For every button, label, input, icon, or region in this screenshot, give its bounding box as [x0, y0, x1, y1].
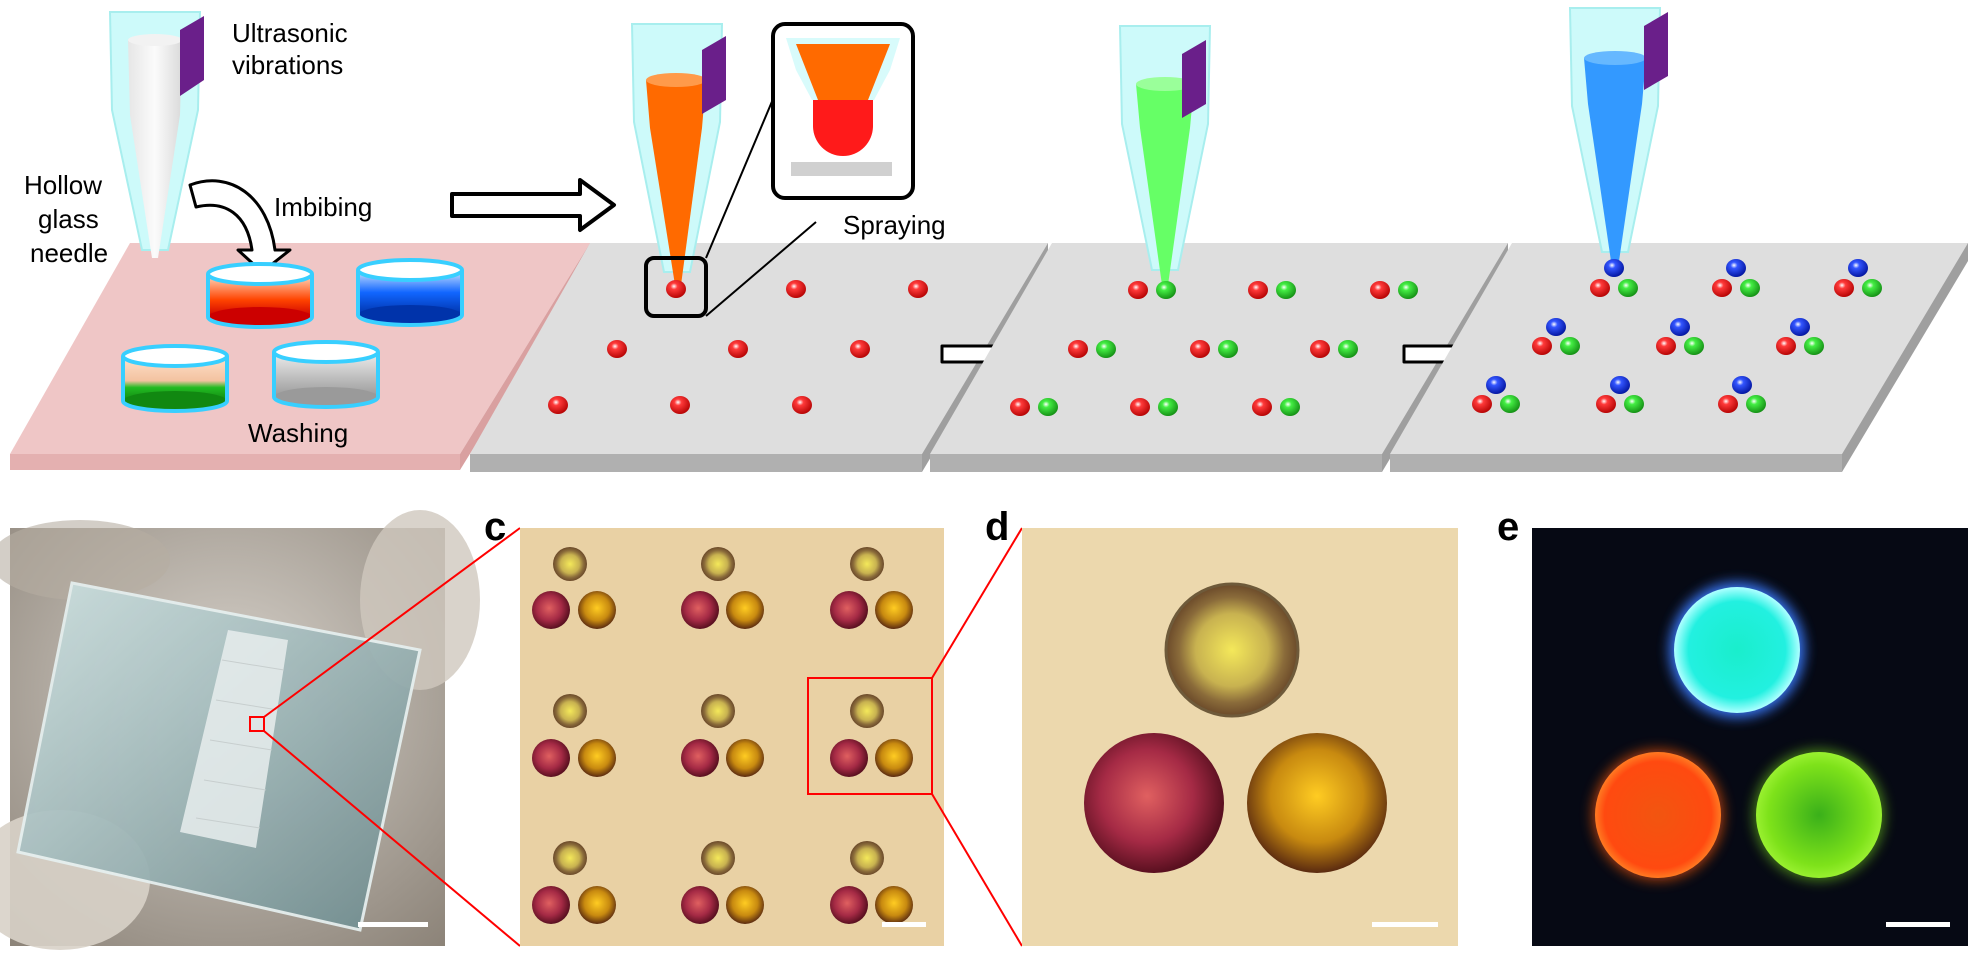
stage-spray-green	[930, 25, 1508, 472]
label-washing: Washing	[248, 418, 348, 448]
panel-letter-e: e	[1497, 505, 1519, 549]
stage-spray-blue	[1390, 7, 1968, 472]
process-arrow-1	[450, 178, 616, 232]
imbibing-arrow	[188, 179, 292, 274]
droplet-red	[1084, 733, 1224, 873]
droplets-rgb	[1472, 259, 1882, 413]
fluor-green-droplet	[1756, 752, 1882, 878]
dish-red	[206, 262, 314, 329]
photo-highlight-box	[249, 716, 265, 732]
panel-micro-zoom	[1022, 528, 1458, 946]
needle-green	[1136, 84, 1194, 285]
fluor-cyan-droplet	[1674, 587, 1800, 713]
zoom-line	[931, 793, 1023, 947]
gray-substrate-top	[1390, 243, 1968, 454]
label-hollow: Hollow	[24, 170, 102, 200]
scale-bar-fluor	[1886, 922, 1950, 927]
ultrasonic-transducer	[1644, 12, 1668, 90]
pink-substrate-side	[10, 454, 460, 470]
label-imbibing: Imbibing	[274, 192, 372, 222]
micro-triplets	[532, 547, 913, 924]
zoom-box-small	[644, 256, 708, 318]
label-needle: needle	[30, 238, 108, 268]
dish-green	[121, 344, 229, 413]
zoom-line	[263, 527, 521, 718]
ultrasonic-transducer	[1182, 40, 1206, 118]
stage-imbibing: Ultrasonic vibrations Hollow glass needl…	[10, 11, 590, 470]
scale-bar-micro	[882, 922, 926, 927]
glass-needle-core	[128, 40, 182, 258]
needle-blue	[1584, 58, 1646, 268]
panel-fluorescence	[1532, 528, 1968, 946]
gray-substrate-top	[470, 243, 1048, 454]
panel-photo-slide	[0, 510, 480, 950]
ultrasonic-transducer	[180, 16, 204, 96]
printed-array	[180, 630, 288, 848]
zoom-inset	[771, 22, 915, 200]
droplets-red	[548, 280, 928, 414]
pink-substrate-edge	[460, 243, 590, 470]
panel-letter-c: c	[484, 505, 506, 549]
label-vibrations: vibrations	[232, 50, 343, 80]
scale-bar-zoom	[1372, 922, 1438, 927]
droplet-yellow	[1166, 584, 1298, 716]
label-ultrasonic: Ultrasonic	[232, 18, 348, 48]
label-spraying: Spraying	[843, 210, 946, 240]
scale-bar-photo	[358, 922, 428, 927]
dish-blue	[356, 258, 464, 327]
label-glass: glass	[38, 204, 99, 234]
ultrasonic-transducer	[702, 36, 726, 114]
droplet-orange	[1247, 733, 1387, 873]
needle-orange	[646, 80, 706, 285]
stage-spray-red: Spraying	[470, 22, 1048, 472]
droplets-red-green	[1010, 281, 1418, 416]
zoom-line	[263, 730, 521, 947]
panel-letter-d: d	[985, 505, 1009, 549]
panel-micro-array	[520, 528, 944, 946]
fluor-orange-droplet	[1595, 752, 1721, 878]
zoom-line	[931, 527, 1023, 679]
dish-gray	[272, 340, 380, 409]
micro-highlight-box	[807, 677, 933, 795]
